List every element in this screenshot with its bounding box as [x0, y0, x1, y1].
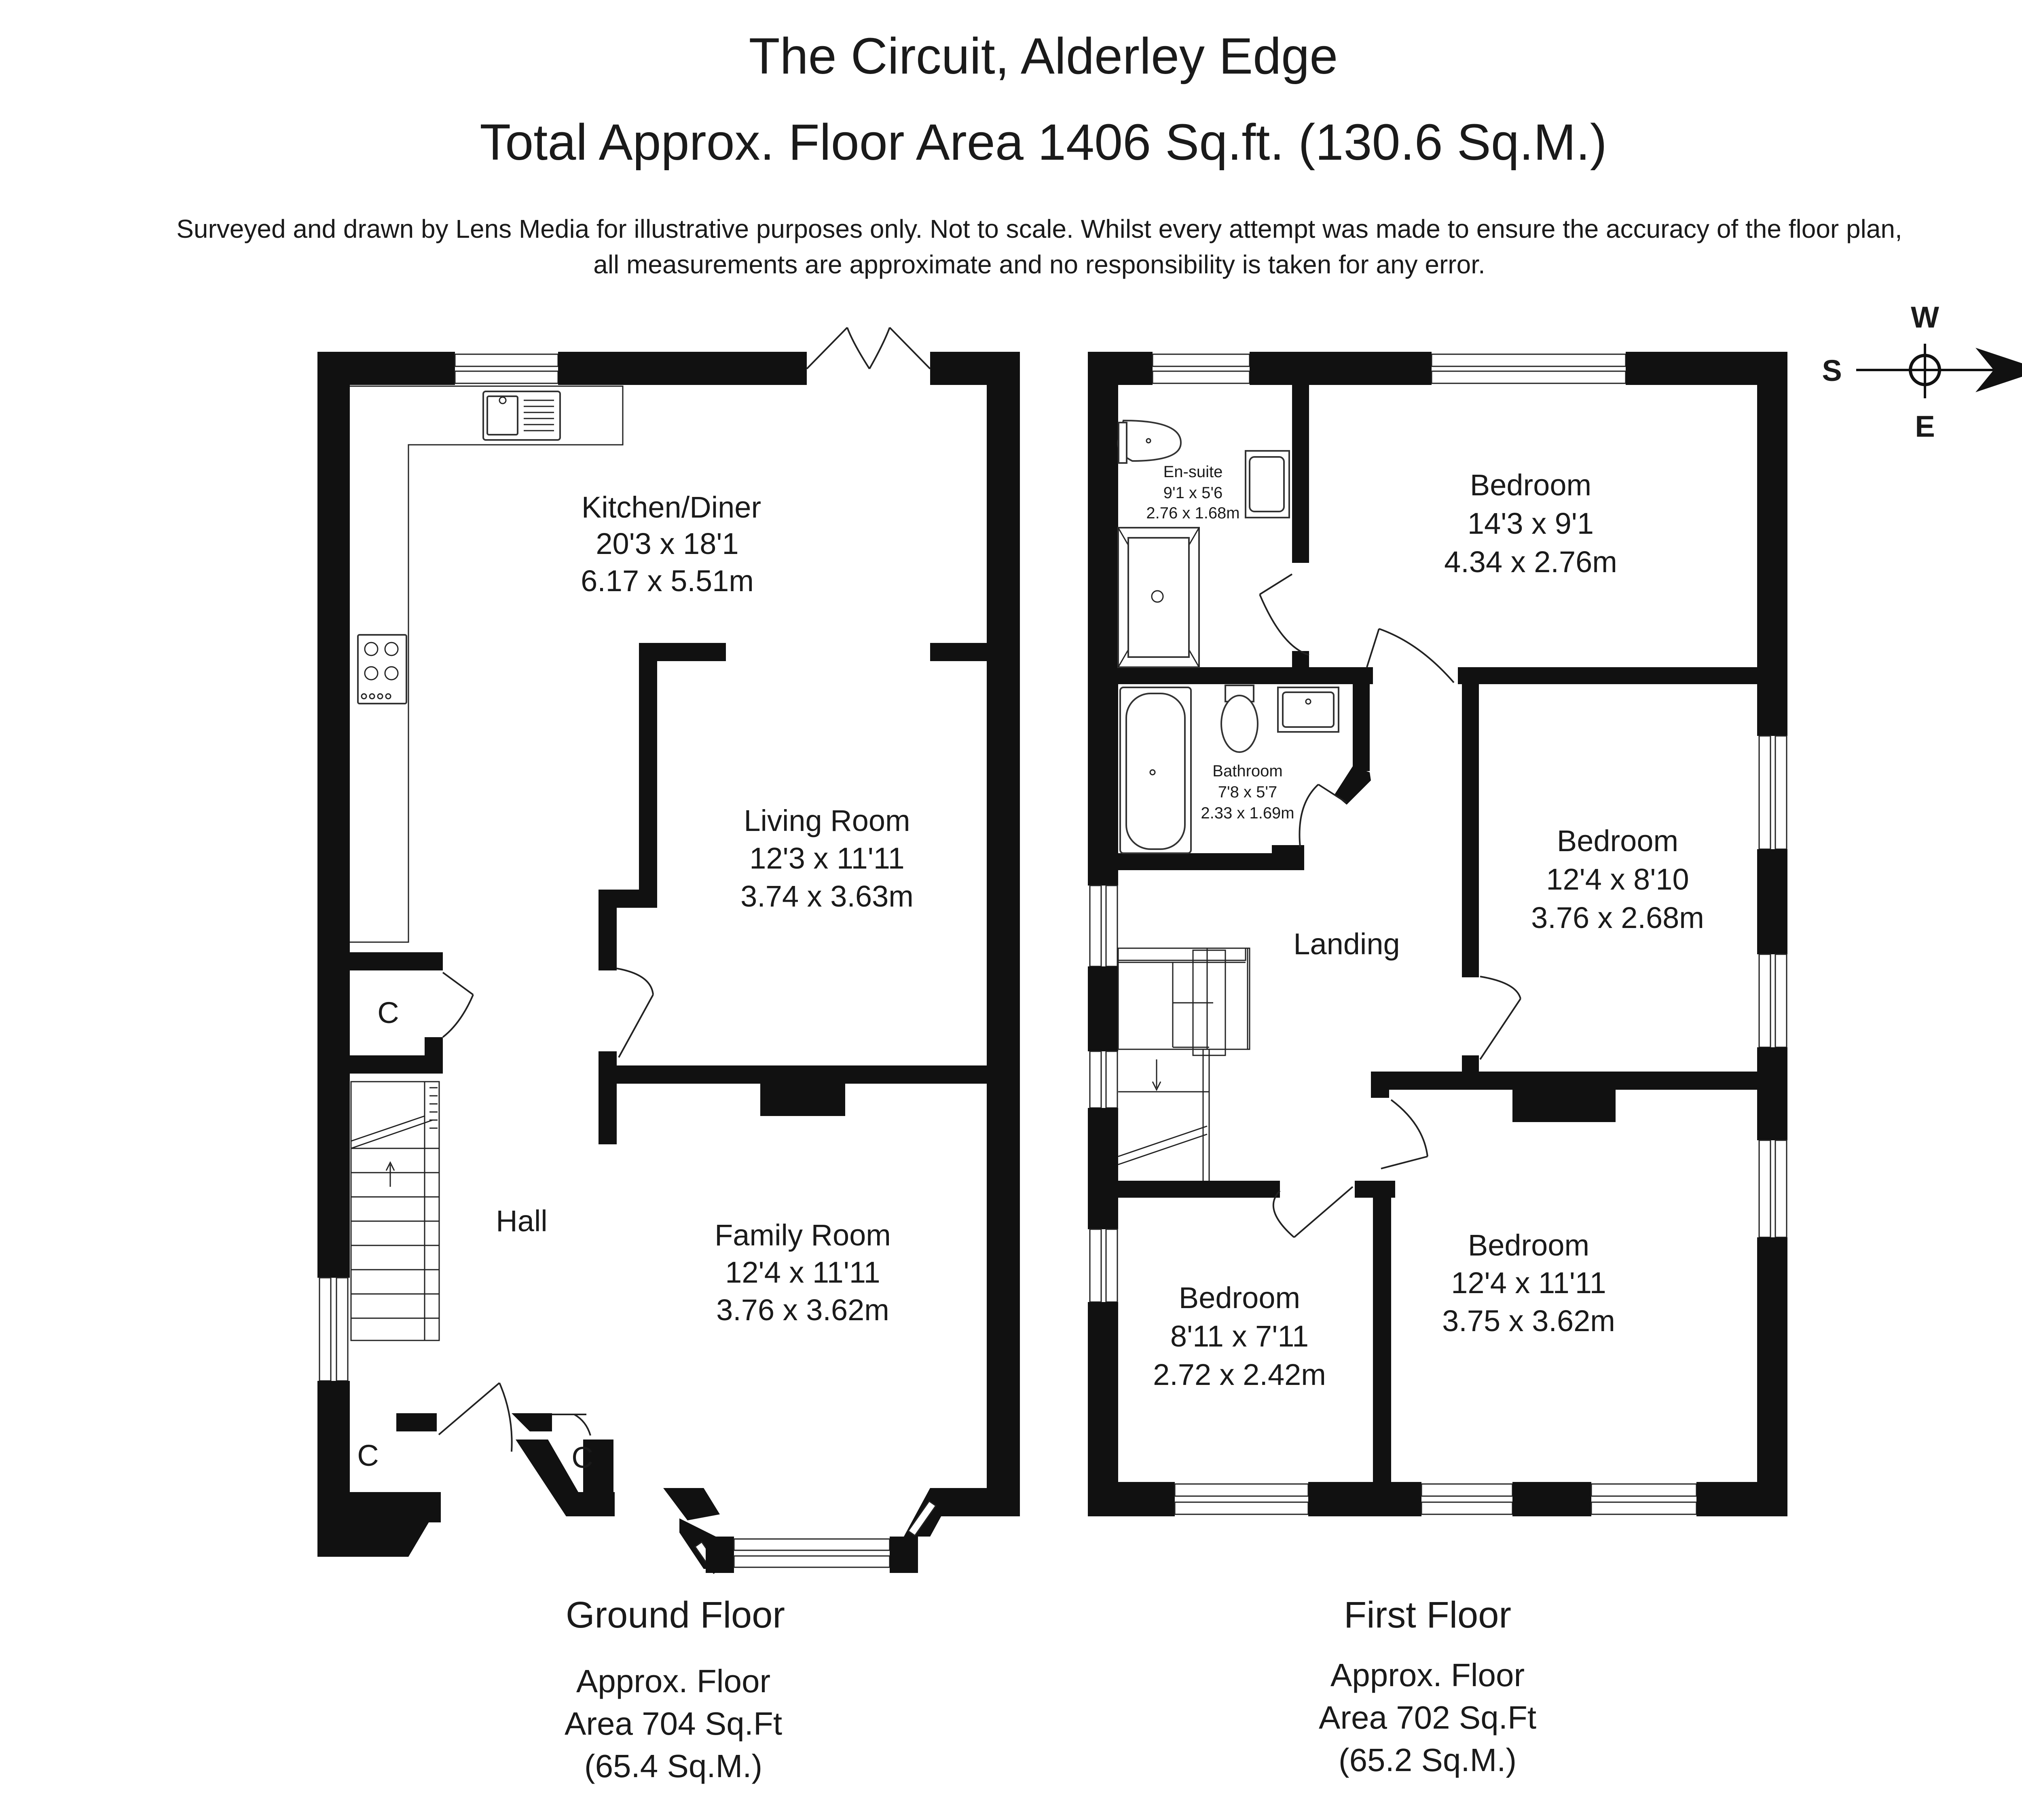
room-bedroom-1: Bedroom 14'3 x 9'1 4.34 x 2.76m	[1444, 468, 1617, 579]
room-dimensions-imperial: 7'8 x 5'7	[1218, 783, 1277, 801]
room-dimensions-metric: 2.72 x 2.42m	[1153, 1358, 1326, 1391]
room-dimensions-imperial: 9'1 x 5'6	[1163, 484, 1223, 502]
room-name: En-suite	[1163, 463, 1223, 481]
disclaimer-line-2: all measurements are approximate and no …	[593, 250, 1485, 279]
compass-south-label: S	[1822, 354, 1842, 387]
room-living-room: Living Room 12'3 x 11'11 3.74 x 3.63m	[740, 804, 914, 913]
compass-rose-icon: W E S N	[1822, 300, 2022, 443]
room-dimensions-metric: 3.76 x 3.62m	[716, 1293, 889, 1327]
ground-floor-plan: Kitchen/Diner 20'3 x 18'1 6.17 x 5.51m L…	[317, 327, 1020, 1784]
room-name: Bathroom	[1212, 762, 1282, 780]
room-name: Bedroom	[1470, 468, 1591, 502]
room-dimensions-metric: 3.76 x 2.68m	[1531, 901, 1704, 934]
ground-floor-area-line-3: (65.4 Sq.M.)	[584, 1748, 762, 1784]
room-landing: Landing	[1293, 927, 1400, 961]
room-name: Living Room	[744, 804, 910, 837]
room-dimensions-imperial: 20'3 x 18'1	[596, 527, 738, 560]
room-dimensions-imperial: 12'4 x 11'11	[725, 1256, 880, 1289]
room-dimensions-imperial: 14'3 x 9'1	[1468, 507, 1594, 540]
room-dimensions-metric: 6.17 x 5.51m	[581, 564, 754, 598]
closet-label: C	[357, 1439, 379, 1472]
first-floor-area-line-3: (65.2 Sq.M.)	[1339, 1742, 1516, 1778]
room-dimensions-metric: 3.75 x 3.62m	[1442, 1304, 1615, 1338]
room-dimensions-metric: 4.34 x 2.76m	[1444, 545, 1617, 579]
room-dimensions-metric: 2.33 x 1.69m	[1201, 804, 1294, 822]
room-dimensions-imperial: 8'11 x 7'11	[1170, 1319, 1309, 1353]
first-floor-plan: En-suite 9'1 x 5'6 2.76 x 1.68m Bedroom …	[1088, 352, 1787, 1778]
room-bedroom-4: Bedroom 8'11 x 7'11 2.72 x 2.42m	[1153, 1281, 1326, 1391]
room-en-suite: En-suite 9'1 x 5'6 2.76 x 1.68m	[1146, 463, 1239, 522]
disclaimer-line-1: Surveyed and drawn by Lens Media for ill…	[176, 214, 1902, 243]
room-family-room: Family Room 12'4 x 11'11 3.76 x 3.62m	[715, 1218, 891, 1327]
ground-floor-label: Ground Floor	[566, 1594, 785, 1636]
room-kitchen-diner: Kitchen/Diner 20'3 x 18'1 6.17 x 5.51m	[581, 490, 761, 598]
ground-floor-area-line-2: Area 704 Sq.Ft	[565, 1706, 782, 1742]
room-name: Bedroom	[1179, 1281, 1300, 1315]
plan-title: The Circuit, Alderley Edge	[749, 27, 1338, 85]
room-bedroom-3: Bedroom 12'4 x 11'11 3.75 x 3.62m	[1442, 1228, 1615, 1338]
room-dimensions-metric: 2.76 x 1.68m	[1146, 504, 1239, 522]
room-dimensions-imperial: 12'4 x 11'11	[1451, 1266, 1606, 1300]
closet-label: C	[377, 996, 399, 1029]
room-dimensions-imperial: 12'4 x 8'10	[1546, 862, 1689, 896]
compass-west-label: W	[1911, 300, 1939, 334]
room-name: Bedroom	[1557, 824, 1678, 858]
room-bedroom-2: Bedroom 12'4 x 8'10 3.76 x 2.68m	[1531, 824, 1704, 934]
closet-label: C	[571, 1441, 593, 1474]
room-bathroom: Bathroom 7'8 x 5'7 2.33 x 1.69m	[1201, 762, 1294, 822]
room-hall: Hall	[496, 1204, 547, 1238]
room-name: Kitchen/Diner	[582, 490, 761, 524]
ground-floor-area-line-1: Approx. Floor	[576, 1663, 770, 1699]
room-dimensions-metric: 3.74 x 3.63m	[740, 879, 914, 913]
first-floor-area-line-1: Approx. Floor	[1330, 1657, 1525, 1693]
room-dimensions-imperial: 12'3 x 11'11	[749, 841, 904, 875]
compass-east-label: E	[1915, 410, 1935, 443]
first-floor-area-line-2: Area 702 Sq.Ft	[1319, 1700, 1536, 1735]
room-name: Bedroom	[1468, 1228, 1589, 1262]
first-floor-label: First Floor	[1344, 1594, 1511, 1636]
room-name: Family Room	[715, 1218, 891, 1252]
total-floor-area: Total Approx. Floor Area 1406 Sq.ft. (13…	[480, 114, 1607, 171]
